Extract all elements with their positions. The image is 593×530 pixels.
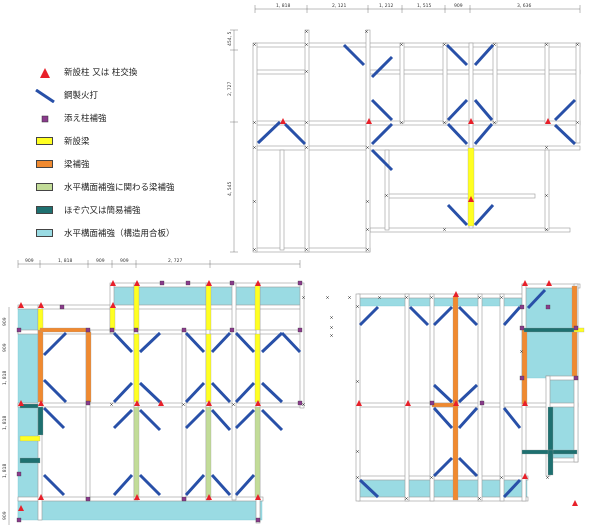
mortise-swatch: [34, 203, 56, 217]
purple-square-icon: [34, 111, 56, 125]
bottom-right-new-columns: [356, 280, 578, 506]
legend-item-beam-reinforcement: 梁補強: [34, 152, 234, 175]
top-plan-new-columns: [280, 118, 551, 202]
dim-left-0: 454, 5: [227, 32, 233, 46]
legend-item-steel-brace: 鋼製火打: [34, 83, 234, 106]
legend-label: ほぞ穴又は簡易補強: [64, 205, 141, 216]
bottom-right-plan: [355, 280, 585, 506]
top-plan-braces: [256, 43, 577, 227]
dim-bottom-left-0: 909: [2, 317, 8, 326]
legend-item-mortise: ほぞ穴又は簡易補強: [34, 198, 234, 221]
legend-item-new-beam: 新設梁: [34, 129, 234, 152]
legend-label: 添え柱補強: [64, 113, 107, 124]
bottom-right-braces: [358, 288, 547, 499]
dim-top-3: 1, 515: [417, 3, 431, 9]
legend-label: 新設柱 又は 柱交換: [64, 67, 138, 78]
bottom-right-post-reinforcements: [429, 304, 579, 406]
dim-bottom-left-4: 1, 818: [2, 464, 8, 478]
bottom-left-new-columns: [18, 280, 261, 511]
dim-top-4: 909: [454, 3, 463, 9]
legend-item-post-reinforcement: 添え柱補強: [34, 106, 234, 129]
bottom-right-reinforced-beams: [431, 285, 585, 501]
dim-bottom-top-2: 909: [96, 258, 105, 264]
bottom-right-x-marks: [355, 295, 550, 501]
dim-top-1: 2, 121: [332, 3, 346, 9]
dim-left-2: 4, 545: [227, 182, 233, 196]
dim-bottom-left-3: 1, 818: [2, 416, 8, 430]
bottom-left-post-reinforcements: [16, 280, 303, 523]
new-beam-swatch: [34, 134, 56, 148]
dim-bottom-left-1: 909: [2, 343, 8, 352]
red-triangle-icon: [34, 65, 56, 79]
legend-label: 新設梁: [64, 136, 90, 147]
bottom-left-x-marks: [109, 295, 352, 407]
beam-reinforcement-swatch: [34, 157, 56, 171]
dim-top-0: 1, 818: [276, 3, 290, 9]
dim-bottom-top-3: 909: [120, 258, 129, 264]
legend-label: 水平構面補強（構造用合板）: [64, 228, 175, 239]
legend-item-new-column: 新設柱 又は 柱交換: [34, 60, 234, 83]
legend-label: 梁補強: [64, 159, 90, 170]
top-plan-dimensions: [230, 5, 581, 253]
blue-brace-icon: [34, 88, 56, 103]
dim-bottom-left-2: 1, 818: [2, 371, 8, 385]
top-plan: 1, 818 2, 121 1, 212 1, 515 909 3, 636 4…: [227, 3, 581, 253]
legend-item-diaphragm-beam: 水平構面補強に関わる梁補強: [34, 175, 234, 198]
plywood-swatch: [34, 226, 56, 240]
dim-top-2: 1, 212: [379, 3, 393, 9]
legend-label: 鋼製火打: [64, 90, 99, 101]
dim-bottom-top-0: 909: [25, 258, 34, 264]
dim-bottom-top-1: 1, 818: [58, 258, 72, 264]
legend-label: 水平構面補強に関わる梁補強: [64, 182, 175, 193]
diaphragm-beam-swatch: [34, 180, 56, 194]
bottom-left-plan: 909 1, 818 909 909 2, 727 909 909 1, 818…: [2, 258, 352, 525]
dim-top-5: 3, 636: [517, 3, 531, 9]
legend-item-plywood: 水平構面補強（構造用合板）: [34, 221, 234, 244]
dim-bottom-top-4: 2, 727: [168, 258, 182, 264]
bottom-left-braces: [42, 331, 302, 497]
legend: 新設柱 又は 柱交換 鋼製火打 添え柱補強 新設梁 梁補強 水平構面補強に関わる…: [34, 60, 234, 244]
top-plan-beams: [252, 29, 581, 253]
new-beam: [467, 147, 475, 227]
top-plan-x-marks: [252, 29, 580, 252]
dim-bottom-left-5: 909: [2, 511, 8, 520]
dim-left-1: 2, 727: [227, 82, 233, 96]
bottom-plan-dimensions: [8, 260, 301, 525]
